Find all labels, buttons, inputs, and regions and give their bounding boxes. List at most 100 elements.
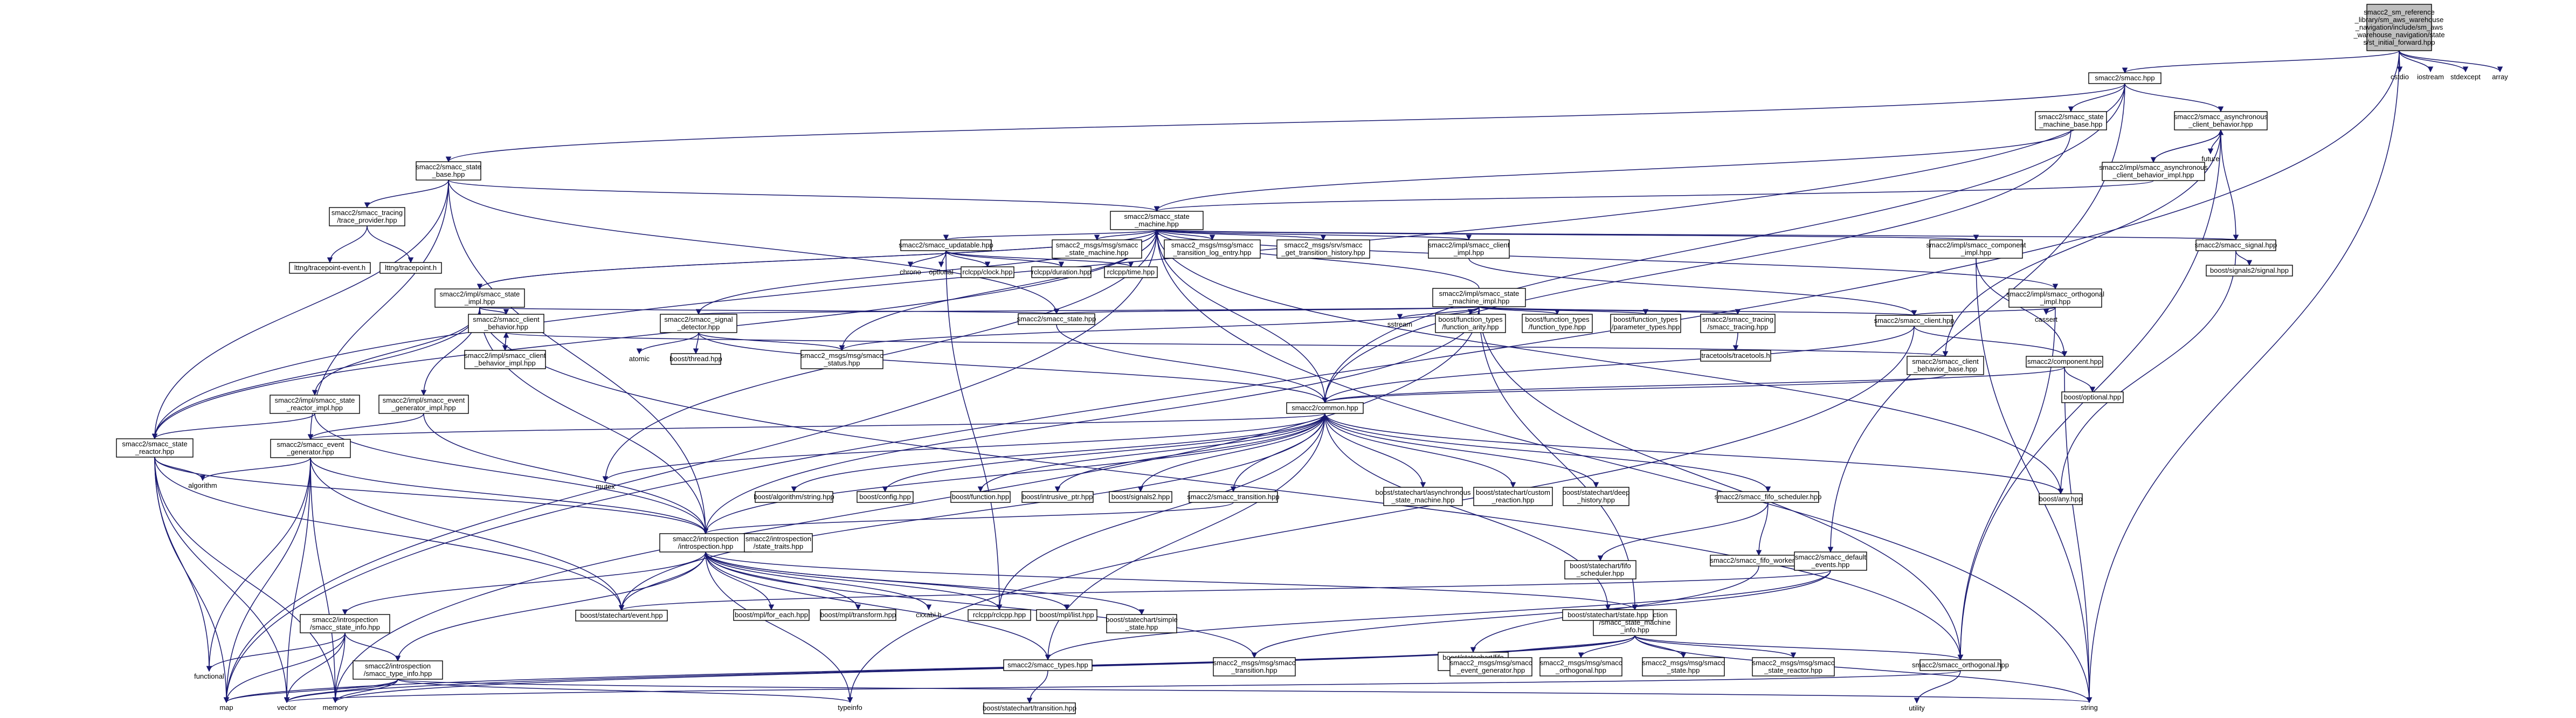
node-msg-sm[interactable]: smacc2_msgs/msg/smacc_state_machine.hpp (1052, 239, 1142, 259)
node-string[interactable]: string (2078, 702, 2100, 713)
node-mpl-for-each[interactable]: boost/mpl/for_each.hpp (733, 609, 810, 621)
node-future[interactable]: future (2200, 154, 2221, 164)
node-sc-transition[interactable]: boost/statechart/transition.hpp (983, 702, 1076, 714)
node-async-sm[interactable]: boost/statechart/asynchronous_state_mach… (1375, 487, 1471, 506)
node-async-behavior[interactable]: smacc2/smacc_asynchronous_client_behavio… (2174, 111, 2268, 130)
node-event-generator-impl[interactable]: smacc2/impl/smacc_event_generator_impl.h… (378, 395, 469, 414)
node-label: boost/statechart/simple (1106, 616, 1178, 624)
node-rclcpp-duration[interactable]: rclcpp/duration.hpp (1031, 266, 1092, 278)
node-transition-hpp[interactable]: smacc2/smacc_transition.hpp (1187, 491, 1280, 503)
node-memory[interactable]: memory (321, 702, 349, 713)
node-types[interactable]: smacc2/smacc_types.hpp (1003, 659, 1093, 671)
node-stdexcept[interactable]: stdexcept (2449, 72, 2482, 82)
node-tracing-provider[interactable]: smacc2/smacc_tracing/trace_provider.hpp (329, 207, 405, 226)
node-default-events[interactable]: smacc2/smacc_default_events.hpp (1794, 551, 1867, 571)
node-orthogonal-hpp[interactable]: smacc2/smacc_orthogonal.hpp (1912, 659, 2009, 671)
node-rclcpp-time[interactable]: rclcpp/time.hpp (1104, 266, 1158, 278)
node-type-info[interactable]: smacc2/introspection/smacc_type_info.hpp (353, 660, 443, 680)
node-msg-trans-log[interactable]: smacc2_msgs/msg/smacc_transition_log_ent… (1164, 239, 1261, 259)
node-boost-optional[interactable]: boost/optional.hpp (2061, 391, 2124, 403)
node-simple-state[interactable]: boost/statechart/simple_state.hpp (1106, 614, 1178, 633)
node-boost-config[interactable]: boost/config.hpp (857, 491, 914, 503)
node-intrusive-ptr[interactable]: boost/intrusive_ptr.hpp (1021, 491, 1094, 503)
node-rclcpp[interactable]: rclcpp/rclcpp.hpp (968, 609, 1031, 621)
node-signal-hpp[interactable]: smacc2/smacc_signal.hpp (2195, 239, 2277, 251)
node-state-hpp[interactable]: smacc2/smacc_state.hpp (1017, 313, 1096, 325)
node-component-hpp[interactable]: smacc2/component.hpp (2026, 356, 2103, 368)
node-msg-transition[interactable]: smacc2_msgs/msg/smacc_transition.hpp (1213, 657, 1296, 676)
node-state-reactor[interactable]: smacc2/smacc_state_reactor.hpp (116, 438, 194, 458)
node-common[interactable]: smacc2/common.hpp (1286, 402, 1364, 414)
node-signals2[interactable]: boost/signals2.hpp (1109, 491, 1172, 503)
node-mpl-transform[interactable]: boost/mpl/transform.hpp (820, 609, 896, 621)
node-client-hpp[interactable]: smacc2/smacc_client.hpp (1874, 315, 1955, 327)
node-state-base[interactable]: smacc2/smacc_state_base.hpp (416, 161, 481, 181)
node-iostream[interactable]: iostream (2415, 72, 2446, 82)
node-ft-params[interactable]: boost/function_types/parameter_types.hpp (1610, 314, 1681, 333)
node-atomic[interactable]: atomic (628, 354, 651, 364)
node-boost-thread[interactable]: boost/thread.hpp (669, 353, 722, 365)
node-sstream[interactable]: sstream (1387, 319, 1412, 330)
node-introspection[interactable]: smacc2/introspection/introspection.hpp (659, 533, 752, 553)
node-mpl-list[interactable]: boost/mpl/list.hpp (1036, 609, 1097, 621)
node-msg-evgen[interactable]: smacc2_msgs/msg/smacc_event_generator.hp… (1449, 657, 1532, 676)
node-client-behavior-base[interactable]: smacc2/smacc_client_behavior_base.hpp (1907, 356, 1984, 375)
node-state-impl[interactable]: smacc2/impl/smacc_state_impl.hpp (434, 288, 525, 308)
node-fifo-scheduler[interactable]: boost/statechart/fifo_scheduler.hpp (1564, 560, 1636, 579)
node-rclcpp-clock[interactable]: rclcpp/clock.hpp (961, 266, 1014, 278)
node-ft-type[interactable]: boost/function_types/function_type.hpp (1522, 314, 1593, 333)
node-async-impl[interactable]: smacc2/impl/smacc_asynchronous_client_be… (2099, 162, 2208, 181)
node-lttng-event[interactable]: lttng/tracepoint-event.h (289, 262, 371, 274)
node-algo-string[interactable]: boost/algorithm/string.hpp (754, 491, 834, 503)
node-event-generator[interactable]: smacc2/smacc_event_generator.hpp (270, 439, 351, 458)
node-sc-event[interactable]: boost/statechart/event.hpp (575, 610, 668, 622)
node-root[interactable]: smacc2_sm_reference_library/sm_aws_wareh… (2353, 4, 2445, 51)
node-msg-reactor[interactable]: smacc2_msgs/msg/smacc_state_reactor.hpp (1752, 657, 1835, 676)
node-state-info[interactable]: smacc2/introspection/smacc_state_info.hp… (300, 614, 390, 633)
node-msg-state[interactable]: smacc2_msgs/msg/smacc_state.hpp (1642, 657, 1725, 676)
edge-default_events-to-types (1045, 570, 1831, 661)
node-utility[interactable]: utility (1906, 703, 1928, 714)
node-lttng-tp[interactable]: lttng/tracepoint.h (379, 262, 442, 274)
node-client-behavior[interactable]: smacc2/smacc_client_behavior.hpp (468, 314, 544, 333)
node-msg-orth[interactable]: smacc2_msgs/msg/smacc_orthogonal.hpp (1539, 657, 1622, 676)
node-boost-any[interactable]: boost/any.hpp (2039, 493, 2083, 505)
node-fifo-scheduler-hpp[interactable]: smacc2/smacc_fifo_scheduler.hpp (1715, 491, 1822, 503)
node-client-behavior-impl[interactable]: smacc2/impl/smacc_client_behavior_impl.h… (464, 350, 546, 369)
node-signal-detector[interactable]: smacc2/smacc_signal_detector.hpp (660, 314, 737, 333)
node-state-machine[interactable]: smacc2/smacc_state_machine.hpp (1110, 211, 1204, 230)
node-chrono[interactable]: chrono (900, 267, 921, 278)
node-updatable[interactable]: smacc2/smacc_updatable.hpp (899, 239, 993, 251)
node-state-traits[interactable]: smacc2/introspection/state_traits.hpp (744, 533, 813, 553)
node-custom-reaction[interactable]: boost/statechart/custom_reaction.hpp (1473, 487, 1553, 506)
node-srv-hist[interactable]: smacc2_msgs/srv/smacc_get_transition_his… (1276, 239, 1370, 259)
node-orthogonal-impl[interactable]: smacc2/impl/smacc_orthogonal_impl.hpp (2006, 288, 2104, 308)
node-component-impl[interactable]: smacc2/impl/smacc_component_impl.hpp (1926, 239, 2026, 259)
node-functional[interactable]: functional (193, 671, 225, 682)
node-vector[interactable]: vector (276, 702, 298, 713)
node-signals2-signal[interactable]: boost/signals2/signal.hpp (2206, 265, 2293, 277)
node-algorithm[interactable]: algorithm (187, 480, 219, 491)
node-cassert[interactable]: cassert (2035, 314, 2057, 325)
node-optional[interactable]: optional (929, 267, 954, 278)
node-state-reactor-impl[interactable]: smacc2/impl/smacc_state_reactor_impl.hpp (270, 395, 360, 414)
node-deep-history[interactable]: boost/statechart/deep_history.hpp (1562, 487, 1630, 506)
node-boost-function[interactable]: boost/function.hpp (950, 491, 1011, 503)
node-sc-state[interactable]: boost/statechart/state.hpp (1562, 609, 1654, 621)
node-tracetools[interactable]: tracetools/tracetools.h (1700, 350, 1771, 362)
node-smacc-tracing[interactable]: smacc2/smacc_tracing/smacc_tracing.hpp (1700, 314, 1776, 333)
node-map[interactable]: map (216, 702, 237, 713)
node-smacc-hpp[interactable]: smacc2/smacc.hpp (2088, 72, 2161, 84)
node-sm-impl[interactable]: smacc2/impl/smacc_state_machine_impl.hpp (1432, 288, 1526, 307)
node-array[interactable]: array (2489, 72, 2511, 82)
node-msg-status[interactable]: smacc2_msgs/msg/smacc_status.hpp (800, 350, 883, 369)
node-box (1875, 315, 1953, 327)
node-client-impl[interactable]: smacc2/impl/smacc_client_impl.hpp (1428, 239, 1510, 259)
node-typeinfo[interactable]: typeinfo (837, 702, 863, 713)
node-ft-arity[interactable]: boost/function_types/function_arity.hpp (1435, 314, 1506, 333)
node-fifo-worker-hpp[interactable]: smacc2/smacc_fifo_worker.hpp (1710, 555, 1808, 567)
node-cstdio[interactable]: cstdio (2389, 72, 2411, 82)
node-state-machine-base[interactable]: smacc2/smacc_state_machine_base.hpp (2035, 111, 2107, 130)
node-cxxabi[interactable]: cxxabi.h (914, 610, 943, 620)
node-mutex[interactable]: mutex (595, 481, 616, 492)
